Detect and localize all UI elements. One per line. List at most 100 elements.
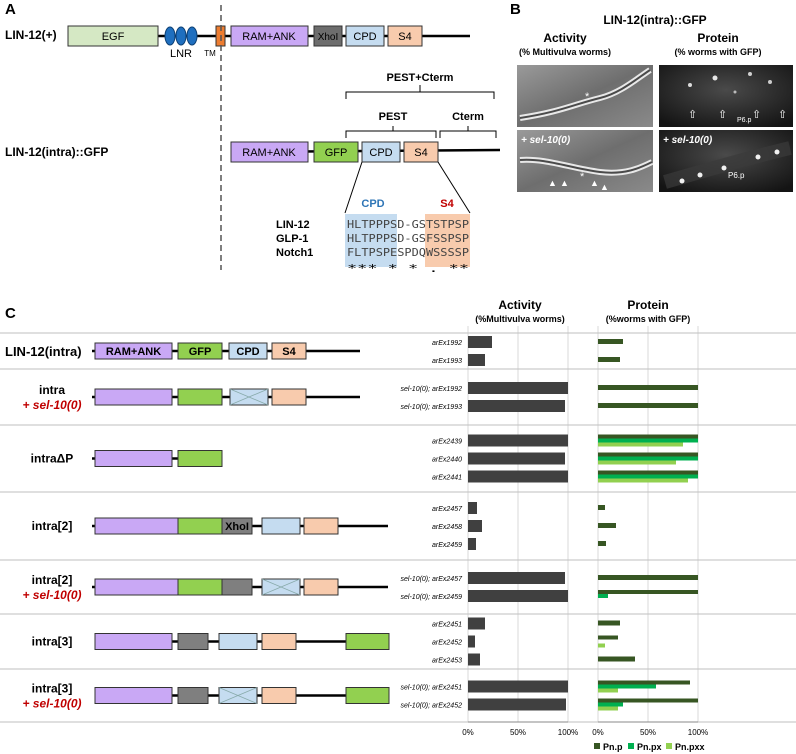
cpd-box [218,633,258,650]
sel10-label: + sel-10(0) [22,697,81,711]
open-arrow: ⇧ [718,109,727,121]
construct-label: intra[3] [32,682,73,696]
activity-bar [468,434,568,447]
protein-bar-pnp [598,470,698,475]
protein-bar-pnp [598,505,605,510]
protein-bar-pnpx [598,702,623,707]
gfp-box [177,342,223,360]
alignment-sequence: FLTPSPESPDQWSSSSP [347,247,469,259]
protein-bar-pnp [598,385,698,390]
s4-label: S4 [398,31,411,43]
xhoi-box [177,687,209,704]
protein-tick-label: 100% [688,728,708,737]
ram-ank-domain [230,25,309,47]
pest-bracket [345,126,437,138]
construct-label: LIN-12(intra) [5,344,82,359]
cterm-bracket [439,126,497,138]
protein-bar-pnp [598,680,690,685]
protein-bar-pnpxx [598,688,618,693]
sel10-label-gfp: + sel-10(0) [663,135,713,146]
worm-inner-2 [519,158,653,174]
protein-tick-label: 50% [640,728,656,737]
protein-sub-b: (% worms with GFP) [674,47,761,57]
lnr-repeat-3 [186,26,198,46]
construct-group: intra[3]+ sel-10(0) sel-10(0); arEx2451 se… [22,680,698,711]
s4-box [271,342,307,360]
gfp-box [177,578,223,596]
activity-tick-label: 0% [462,728,474,737]
lin12-label: LIN-12(+) [5,28,57,42]
ram-ank-label-2: RAM+ANK [242,147,296,159]
gfp-nucleus [679,178,685,184]
deletion-cross [261,578,301,596]
ram-ank-domain-2 [230,141,309,163]
activity-title-c: Activity [498,298,542,312]
arrowhead: ▲ [600,182,609,192]
alignment-species-label: GLP-1 [276,233,308,245]
pest-label: PEST [379,111,408,123]
protein-bar-pnpxx [598,460,676,465]
legend-label: Pn.px [637,742,662,752]
strain-label: sel-10(0); arEx1992 [401,386,463,393]
panel-a: A LIN-12(+) EGF LNR TM RAM+ANK XhoI CPD … [5,1,501,275]
construct-label: intra[2] [32,519,73,533]
s4-box [271,388,307,406]
protein-bar-pnp [598,452,698,457]
cterm-label: Cterm [452,111,484,123]
strain-label: arEx1993 [432,358,462,365]
deletion-cross [229,388,269,406]
protein-title-c: Protein [627,298,668,312]
open-arrow: ⇧ [752,109,761,121]
protein-bar-pnpxx [598,478,688,483]
cpd-highlight [345,214,397,267]
panel-a-letter: A [5,1,16,18]
protein-bar-pnp [598,434,698,439]
gfp-image-wildtype [659,65,793,127]
gfp-label: GFP [325,147,348,159]
ram-ank-box [94,342,173,360]
construct-label: intraΔP [31,452,74,466]
activity-bar [468,635,475,648]
activity-bar [468,354,485,366]
strain-label: sel-10(0); arEx2451 [401,685,463,692]
strain-label: arEx2451 [432,622,462,629]
gfp-nucleus [774,149,780,155]
strain-label: sel-10(0); arEx2452 [401,703,463,710]
gfp-spot [688,83,692,87]
gfp-box [345,687,390,704]
gfp-spot [712,75,718,81]
construct-group: intra+ sel-10(0)sel-10(0); arEx1992sel-1… [22,382,698,412]
protein-tick-label: 0% [592,728,604,737]
activity-sub-b: (% Multivulva worms) [519,47,611,57]
strain-label: arEx2439 [432,439,462,446]
legend-label: Pn.p [603,742,623,752]
protein-bar-pnpxx [598,643,605,648]
protein-bar-pnpx [598,474,698,479]
cpd-box [228,342,268,360]
xhoi-label: XhoI [318,32,339,43]
gfp-worm-body [663,141,792,189]
gfp-domain [313,141,359,163]
gfp-spot [733,90,737,94]
activity-bar [468,400,565,412]
strain-label: sel-10(0); arEx2457 [401,576,464,583]
activity-bar [468,520,482,532]
activity-bar [468,502,477,514]
activity-bar [468,653,480,666]
activity-bar [468,572,565,584]
activity-bar [468,698,566,711]
gfp-nucleus [697,172,703,178]
open-arrow: ⇧ [778,109,787,121]
ram-ank-label: RAM+ANK [106,346,161,358]
cpd-label: CPD [353,31,376,43]
sel10-label-dic: + sel-10(0) [521,135,571,146]
activity-bar [468,538,476,550]
protein-bar-pnp [598,590,698,594]
panel-c-letter: C [5,305,16,322]
protein-bar-pnp [598,541,606,546]
protein-bar-pnp [598,403,698,408]
